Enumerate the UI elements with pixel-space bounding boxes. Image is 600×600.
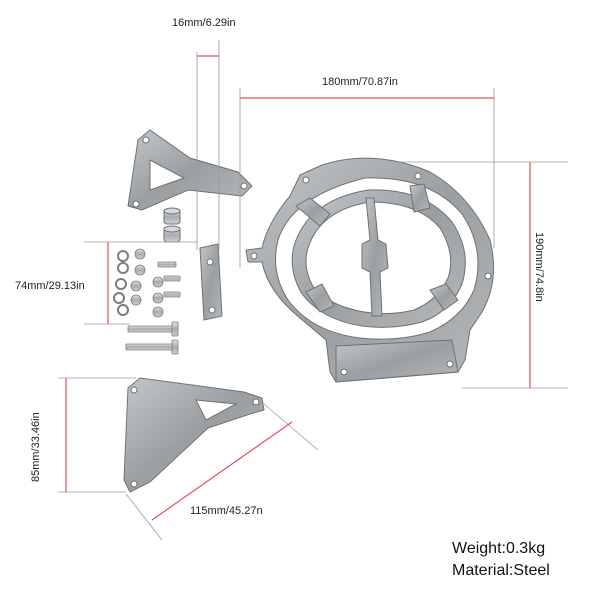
guard-center-bar (361, 197, 389, 317)
dim-115mm-label: 115mm/45.27n (190, 505, 263, 517)
bracket-hole (240, 182, 248, 190)
long-bolt (127, 325, 175, 333)
bracket-hole (130, 386, 138, 394)
guard-hole (446, 360, 454, 368)
guard-inner-ring (291, 189, 466, 328)
bracket-hole (130, 480, 138, 488)
dim-85mm-label: 85mm/33.46in (30, 412, 42, 482)
bracket-hole (132, 200, 140, 208)
dim-190mm-label: 190mm/74.8in (533, 232, 545, 302)
nut (134, 264, 146, 276)
nut (130, 294, 142, 306)
short-bolt (163, 291, 181, 298)
spacers (163, 207, 181, 243)
guard-mount-tab (335, 339, 459, 383)
washer (117, 250, 129, 262)
dim-180mm-label: 180mm/70.87in (322, 76, 398, 88)
short-bolt (163, 275, 181, 282)
headlight-guard (245, 157, 495, 383)
dim-guide (263, 403, 319, 451)
dim-guide (125, 493, 163, 541)
nut (130, 280, 142, 292)
guard-hole (484, 272, 492, 280)
dimension-lines (58, 40, 568, 541)
strip-hole (206, 258, 214, 266)
guard-spoke-br (429, 283, 459, 311)
long-bolt (125, 343, 175, 351)
nut (152, 292, 164, 304)
nut (152, 306, 164, 318)
guard-spoke-bl (305, 283, 335, 313)
guard-spoke-tl (295, 197, 331, 227)
nut (152, 276, 164, 288)
material-spec: Material:Steel (452, 562, 550, 579)
weight-spec: Weight:0.3kg (452, 540, 546, 557)
dim-115mm-line (151, 421, 293, 521)
bracket-hole (252, 398, 260, 406)
bracket-hole (142, 136, 150, 144)
guard-spoke-tr (409, 183, 431, 213)
nut (134, 248, 146, 260)
bolt-head (171, 339, 179, 355)
washer (117, 262, 129, 274)
hardware-set (113, 248, 181, 355)
dim-16mm-label: 16mm/6.29in (172, 17, 236, 29)
guard-hole (302, 176, 310, 184)
washer (113, 292, 125, 304)
guard-hole (250, 252, 258, 260)
washer (117, 304, 129, 316)
short-bolt (157, 261, 177, 268)
guard-hole (340, 368, 348, 376)
washer (115, 278, 127, 290)
guard-hole (414, 172, 422, 180)
upper-bracket (127, 129, 253, 211)
dim-74mm-label: 74mm/29.13in (15, 280, 85, 292)
strip-bracket (199, 243, 223, 321)
lower-bracket (123, 377, 265, 493)
guard-outer-ring (245, 157, 495, 383)
strip-hole (208, 306, 216, 314)
bolt-head (171, 321, 179, 337)
